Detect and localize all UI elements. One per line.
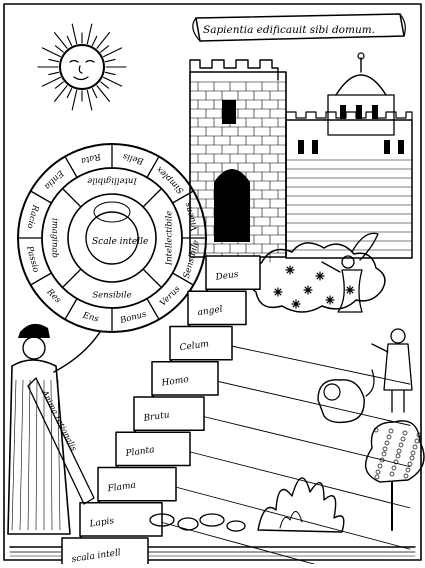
wheel-inner-label: Sensibile xyxy=(92,291,131,301)
castle xyxy=(189,52,413,263)
stones-figure xyxy=(149,513,246,532)
stair-step xyxy=(97,466,177,502)
flames-figure xyxy=(257,477,345,533)
stair-step-label: Celum xyxy=(179,339,210,353)
stair-step xyxy=(205,255,261,290)
wheel-outer-label: Rata xyxy=(80,151,103,166)
wheel-inner-label: Intelligibile xyxy=(87,176,138,186)
stair-step-label: angel xyxy=(197,305,223,318)
outer-border xyxy=(3,3,422,561)
stair-step-label: Flama xyxy=(106,480,136,494)
wheel-outer-label: Viuens xyxy=(183,201,200,232)
angel-figure xyxy=(321,232,379,313)
stair-step xyxy=(61,537,149,568)
staircase: DeusangelCelumHomoBrutuPlantaFlamaLapiss… xyxy=(61,255,411,568)
wheel-inner-label: imaginab xyxy=(50,218,60,258)
tree-figure xyxy=(364,420,425,531)
banner-scroll: Sapientia edificauit sibi domum. xyxy=(192,13,406,42)
wheel-of-knowledge: Scale intelle Sensibile imaginab Intelligi… xyxy=(17,143,207,333)
stair-step xyxy=(151,361,219,396)
standing-figure-right xyxy=(371,328,413,413)
banner-motto: Sapientia edificauit sibi domum. xyxy=(203,24,375,36)
stair-step-label: Brutu xyxy=(142,410,170,424)
stair-step-label: Deus xyxy=(214,270,239,283)
wheel-outer-label: Res xyxy=(44,287,63,306)
stair-step xyxy=(133,396,205,431)
wheel-center-label: Scale intelle xyxy=(92,237,148,247)
stair-step-label: Planta xyxy=(124,445,155,459)
stair-step-label: Lapis xyxy=(88,516,115,530)
wheel-outer-label: Racio xyxy=(24,203,40,230)
scholar-figure: Anima rationalis xyxy=(7,323,101,535)
wheel-outer-label: Passio xyxy=(24,244,41,274)
stair-step-label: Homo xyxy=(160,375,190,389)
stair-step xyxy=(169,325,233,361)
stair-step xyxy=(115,431,191,467)
wheel-outer-label: Belis xyxy=(121,151,146,167)
wheel-outer-label: Bonus xyxy=(118,309,148,326)
wheel-outer-label: Ens xyxy=(81,311,101,325)
wheel-inner-label: Intellectibile xyxy=(165,211,175,267)
stair-step xyxy=(187,290,247,326)
sun-icon xyxy=(37,23,127,111)
lion-figure xyxy=(317,369,375,424)
heaven-cloud xyxy=(249,242,386,313)
stair-step xyxy=(79,502,163,537)
